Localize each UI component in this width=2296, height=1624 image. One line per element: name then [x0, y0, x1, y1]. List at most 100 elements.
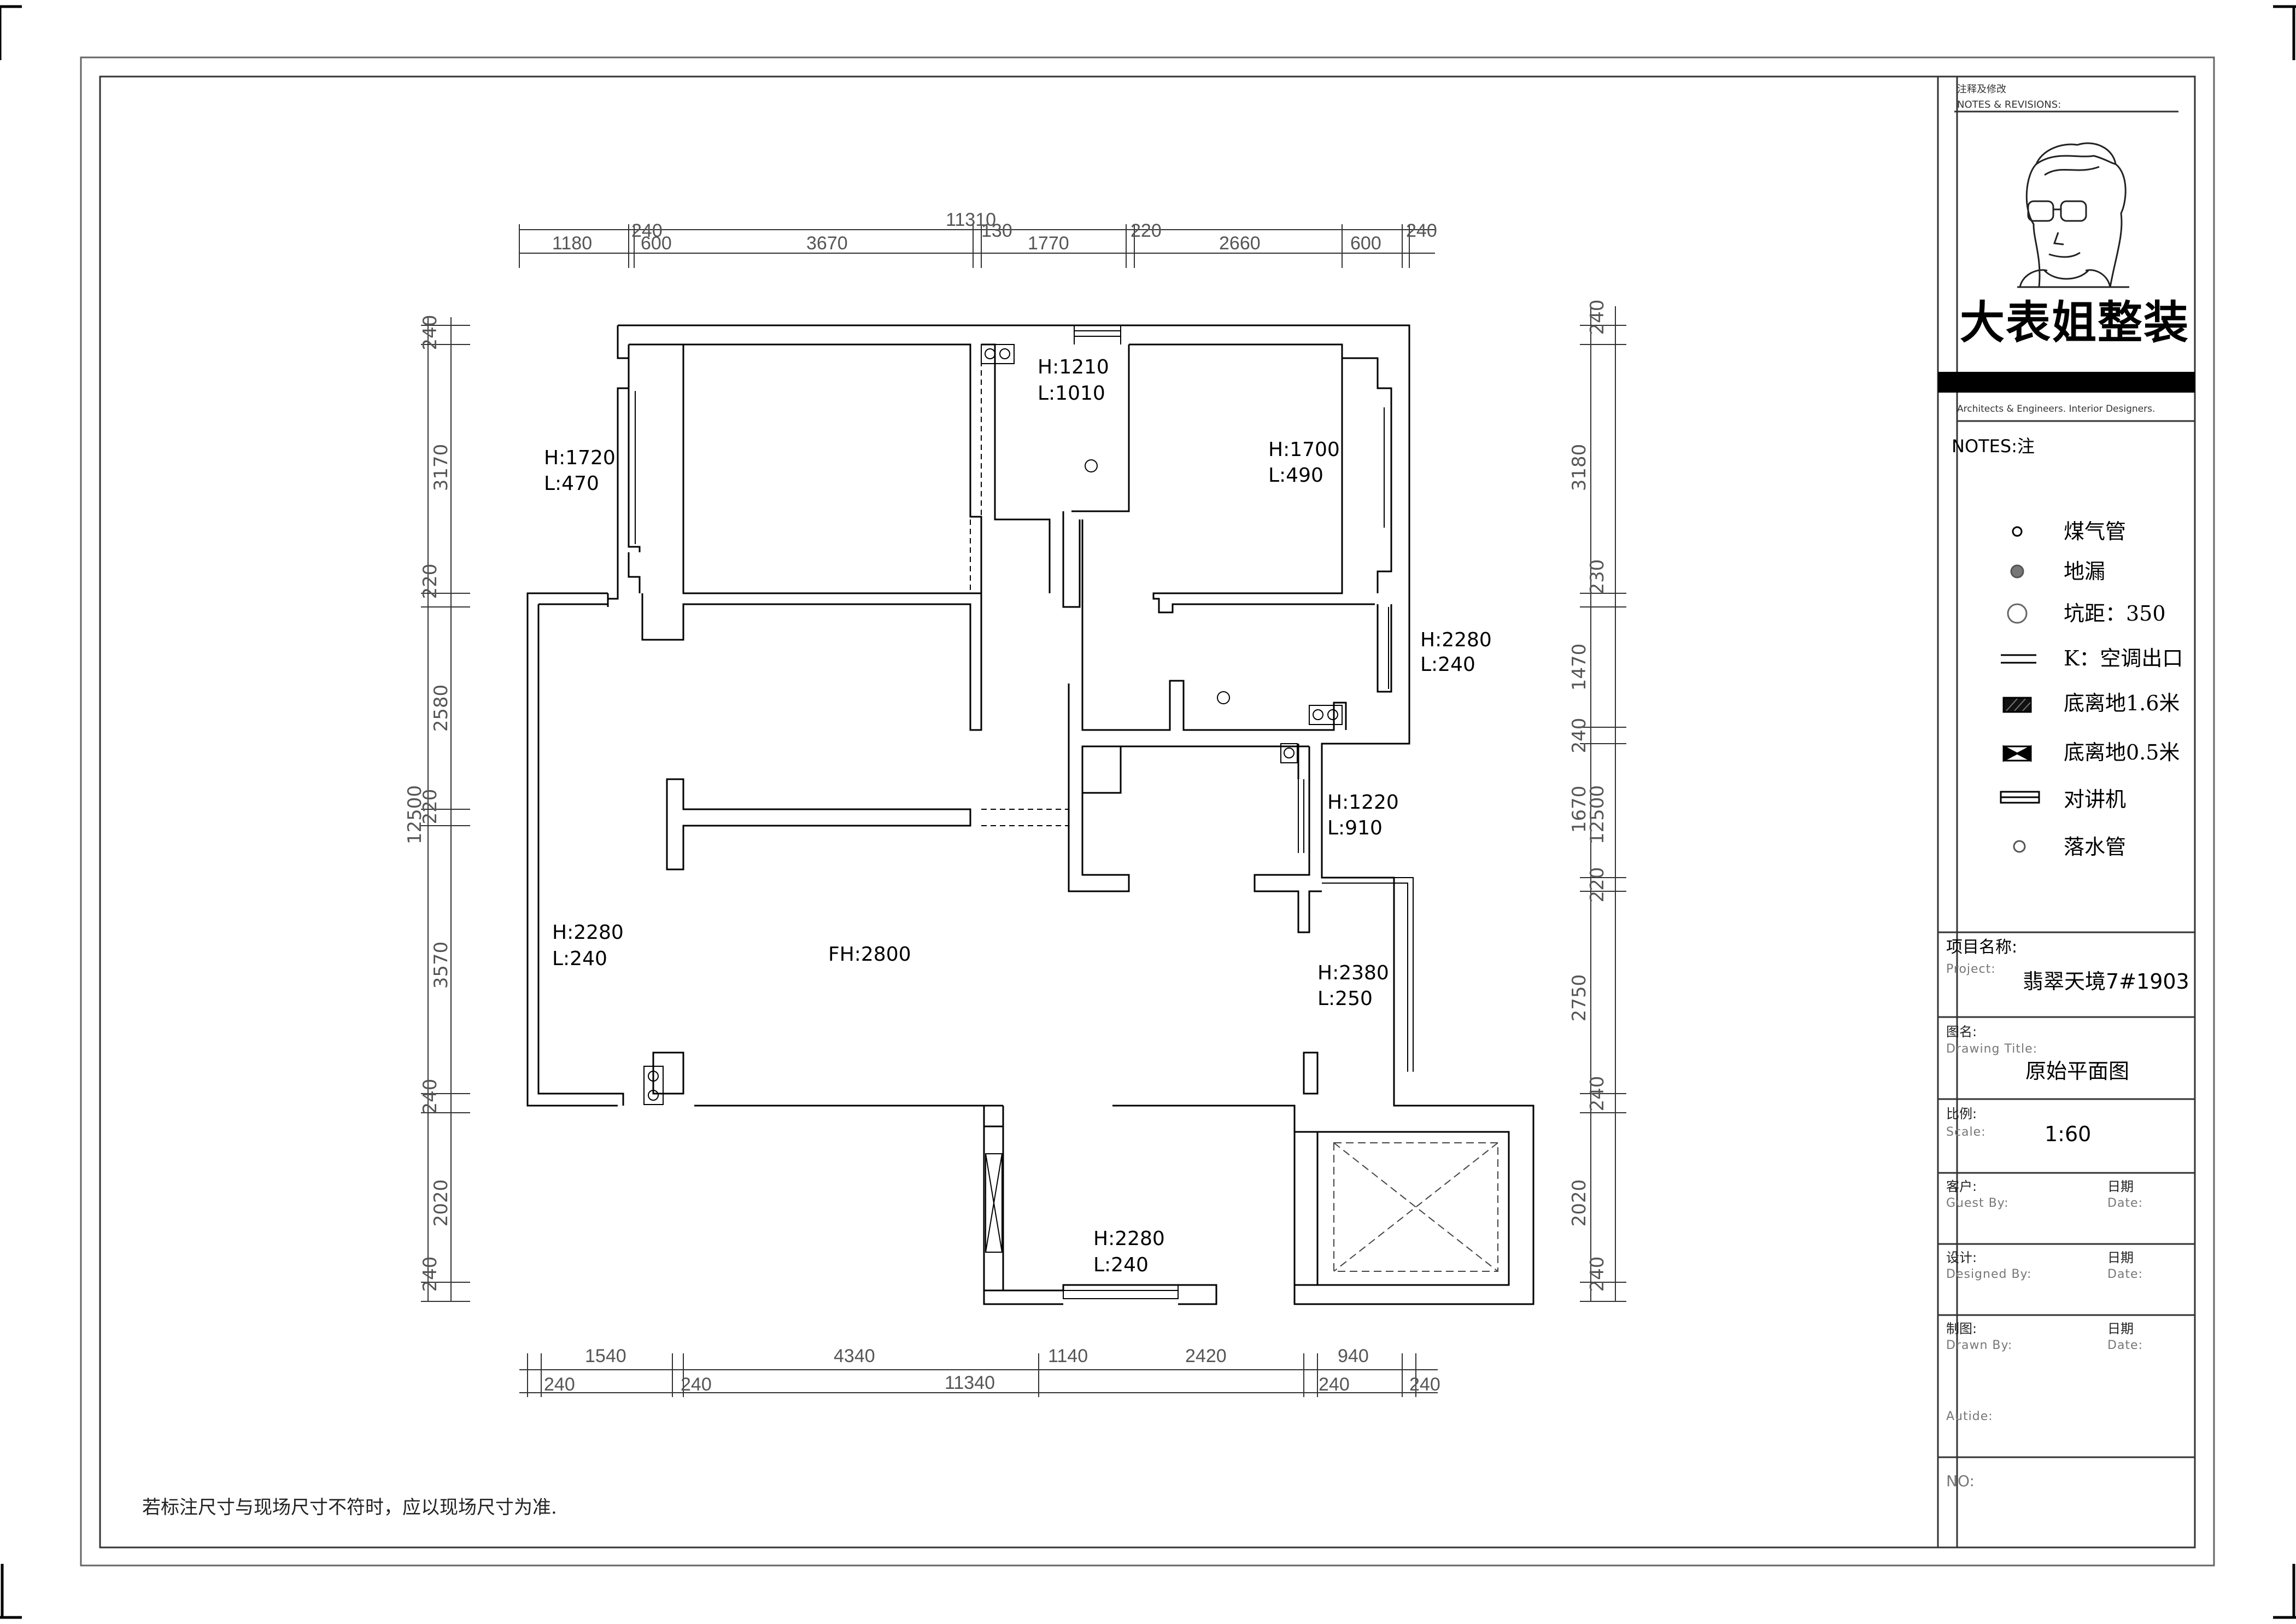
- top-dim: 240: [631, 220, 663, 241]
- top-dim: 600: [1350, 233, 1381, 254]
- opening-4-height: H:2280: [1420, 629, 1492, 651]
- right-dim: 1470: [1568, 643, 1590, 691]
- designer-date-cn: 日期: [2107, 1250, 2134, 1265]
- dashed-openings: [970, 361, 1083, 826]
- downpipe-icon: [2013, 840, 2026, 853]
- drawn-label-en: Drawn By:: [1946, 1339, 2013, 1352]
- bottom-dim: 11340: [945, 1372, 995, 1393]
- bottom-dim: 240: [1409, 1374, 1440, 1395]
- skylight-fixture: [1333, 1142, 1498, 1272]
- pipe-markers: [643, 344, 1343, 1105]
- legend-ac-outlet: K：空调出口: [2064, 646, 2183, 670]
- legend-downpipe: 落水管: [2064, 835, 2127, 859]
- brand-name: 大表姐整装: [1960, 297, 2190, 349]
- no-label: NO:: [1946, 1472, 1975, 1490]
- legend-gas-pipe: 煤气管: [2064, 519, 2127, 544]
- scale-label-cn: 比例:: [1946, 1106, 1977, 1121]
- right-dim: 240: [1586, 299, 1608, 335]
- bottom-dim: 4340: [834, 1346, 875, 1366]
- opening-5-length: L:910: [1327, 817, 1383, 839]
- top-dim: 3670: [806, 233, 848, 254]
- left-dim: 220: [419, 788, 441, 825]
- opening-6-length: L:240: [552, 948, 607, 970]
- window-glazing: [628, 325, 1414, 1299]
- toilet-pit-icon: [2007, 603, 2028, 624]
- top-dim: 240: [1406, 220, 1437, 241]
- left-dim: 240: [419, 1256, 441, 1292]
- opening-3-length: L:490: [1268, 464, 1323, 487]
- notes-label: NOTES:注: [1952, 436, 2035, 457]
- bottom-dim: 240: [544, 1374, 575, 1395]
- left-dim: 2580: [430, 684, 452, 732]
- legend-hatch-1600: 底离地1.6米: [2064, 691, 2180, 715]
- crop-marks: [0, 5, 2296, 1619]
- scale-value: 1:60: [2045, 1122, 2092, 1146]
- right-dim: 3180: [1568, 443, 1590, 492]
- legend-icons: [2000, 526, 2040, 853]
- opening-1-length: L:470: [544, 472, 599, 495]
- opening-7-height: H:2380: [1317, 962, 1389, 984]
- notes-revisions-en: NOTES & REVISIONS:: [1957, 99, 2061, 110]
- floor-drain-icon: [2010, 564, 2024, 579]
- intercom-icon: [2000, 791, 2040, 804]
- footnote: 若标注尺寸与现场尺寸不符时，应以现场尺寸为准.: [142, 1497, 557, 1518]
- right-dim: 220: [1586, 867, 1608, 903]
- designer-date-en: Date:: [2107, 1267, 2143, 1281]
- ac-outlet-icon: [2001, 654, 2036, 664]
- guest-label-cn: 客户:: [1946, 1179, 1977, 1194]
- right-dim: 240: [1586, 1076, 1608, 1112]
- guest-date-cn: 日期: [2107, 1179, 2134, 1194]
- project-name: 翡翠天境7#1903: [2023, 969, 2189, 994]
- opening-4-length: L:240: [1420, 653, 1475, 676]
- bottom-dim: 1540: [585, 1346, 626, 1366]
- designer-label-cn: 设计:: [1946, 1250, 1977, 1265]
- inner-border: [99, 75, 2196, 1549]
- floor-height-label: FH:2800: [828, 943, 911, 966]
- left-dim: 240: [419, 1078, 441, 1114]
- gas-pipe-icon: [2012, 526, 2023, 537]
- legend-intercom: 对讲机: [2064, 787, 2127, 811]
- guest-date-en: Date:: [2107, 1196, 2143, 1210]
- bottom-dim: 2420: [1185, 1346, 1227, 1366]
- opening-2-height: H:1210: [1038, 356, 1109, 378]
- opening-8-length: L:240: [1093, 1254, 1149, 1276]
- right-dim: 230: [1586, 559, 1608, 595]
- top-dim: 2660: [1219, 233, 1261, 254]
- opening-1-height: H:1720: [544, 447, 616, 469]
- brand-bar: [1938, 372, 2195, 393]
- top-dim: 600: [641, 233, 672, 254]
- drawn-label-cn: 制图:: [1946, 1321, 1977, 1336]
- right-dim: 2020: [1568, 1179, 1590, 1227]
- notes-revisions-cn: 注释及修改: [1957, 84, 2006, 95]
- right-dim: 1670: [1568, 785, 1590, 833]
- right-dim: 2750: [1568, 974, 1590, 1022]
- top-dim: 1770: [1028, 233, 1069, 254]
- walls: [526, 324, 1534, 1305]
- drawing-title-label-en: Drawing Title:: [1946, 1042, 2038, 1056]
- top-dim: 1180: [552, 233, 593, 254]
- designer-label-en: Designed By:: [1946, 1267, 2032, 1281]
- drawn-date-en: Date:: [2107, 1339, 2143, 1352]
- left-dim: 220: [419, 563, 441, 599]
- portrait-logo: [2017, 142, 2129, 288]
- hatch-1600-icon: [2002, 697, 2032, 713]
- opening-6-height: H:2280: [552, 921, 624, 944]
- left-dim: 3570: [430, 941, 452, 989]
- top-dim: 130: [981, 220, 1012, 241]
- legend-toilet-pit: 坑距：350: [2064, 601, 2166, 626]
- guest-label-en: Guest By:: [1946, 1196, 2009, 1210]
- project-label-cn: 项目名称:: [1946, 938, 2018, 957]
- bottom-dim: 940: [1338, 1346, 1369, 1366]
- project-label-en: Project:: [1946, 962, 1996, 976]
- left-dim: 2020: [430, 1179, 452, 1227]
- drawing-title-label-cn: 图名:: [1946, 1024, 1977, 1039]
- right-dim: 12500: [1586, 785, 1608, 845]
- opening-7-length: L:250: [1317, 988, 1373, 1010]
- legend-hatch-500: 底离地0.5米: [2064, 740, 2180, 764]
- bottom-dim: 1140: [1048, 1346, 1088, 1366]
- left-dim: 3170: [430, 443, 452, 492]
- opening-2-length: L:1010: [1038, 382, 1105, 405]
- opening-3-height: H:1700: [1268, 439, 1340, 461]
